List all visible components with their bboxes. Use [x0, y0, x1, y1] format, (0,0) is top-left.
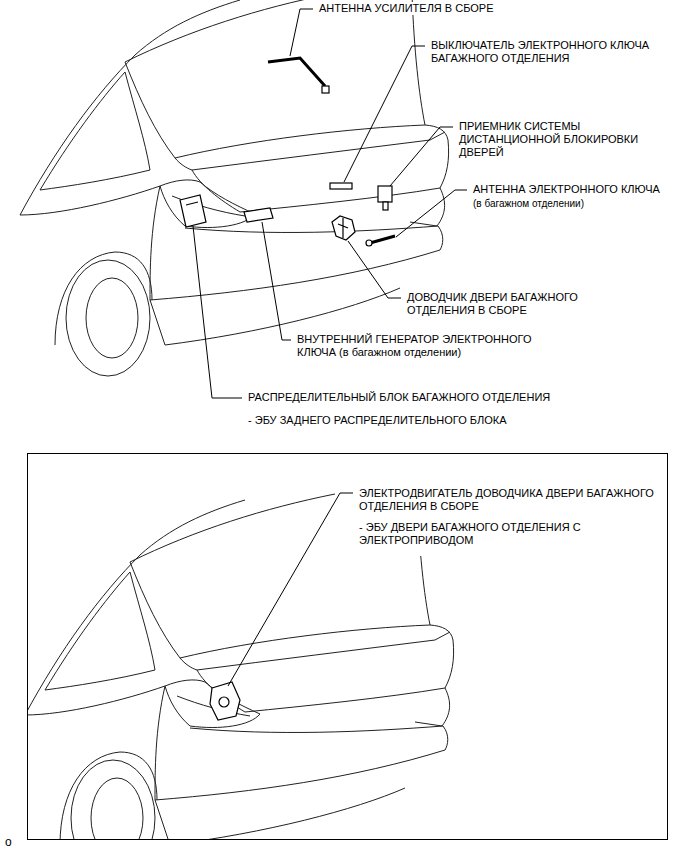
part-label: АНТЕННА УСИЛИТЕЛЯ В СБОРЕ — [318, 2, 495, 15]
closer-motor-detail — [219, 697, 229, 707]
amplifier-antenna — [268, 58, 325, 86]
inset-frame: ЭЛЕКТРОДВИГАТЕЛЬ ДОВОДЧИКА ДВЕРИ БАГАЖНО… — [27, 453, 668, 840]
door-lock-receiver — [378, 186, 392, 202]
leader-line — [344, 46, 425, 182]
trunk-closer — [332, 216, 355, 240]
key-oscillator — [244, 208, 273, 222]
leader-line — [193, 226, 242, 398]
receiver-tab — [383, 202, 388, 210]
part-note: - ЭБУ ДВЕРИ БАГАЖНОГО ОТДЕЛЕНИЯ С ЭЛЕКТР… — [359, 521, 664, 547]
components — [180, 58, 395, 720]
junction-block — [180, 195, 206, 227]
part-label: АНТЕННА ЭЛЕКТРОННОГО КЛЮЧА — [472, 183, 661, 196]
part-label: ПРИЕМНИК СИСТЕМЫ ДИСТАНЦИОННОЙ БЛОКИРОВК… — [458, 120, 652, 159]
key-antenna — [370, 236, 395, 243]
leader-line — [228, 493, 353, 686]
leader-line — [262, 222, 291, 340]
text-block: ЭЛЕКТРОДВИГАТЕЛЬ ДОВОДЧИКА ДВЕРИ БАГАЖНО… — [358, 486, 665, 556]
antenna-connector — [322, 86, 329, 93]
figure-code: o — [4, 836, 13, 849]
part-label: РАСПРЕДЕЛИТЕЛЬНЫЙ БЛОК БАГАЖНОГО ОТДЕЛЕН… — [247, 391, 551, 404]
part-label: ВЫКЛЮЧАТЕЛЬ ЭЛЕКТРОННОГО КЛЮЧА БАГАЖНОГО… — [430, 39, 672, 65]
part-label: ВНУТРЕННИЙ ГЕНЕРАТОР ЭЛЕКТРОННОГО КЛЮЧА … — [296, 333, 560, 359]
junction-block-detail — [186, 202, 198, 205]
part-note: (в багажном отделении) — [472, 197, 585, 210]
trunk-key-switch — [330, 183, 352, 189]
car-main — [20, 0, 449, 376]
leader-line — [348, 241, 401, 298]
trunk-closer-detail — [338, 218, 348, 238]
part-label: ДОВОДЧИК ДВЕРИ БАГАЖНОГО ОТДЕЛЕНИЯ В СБО… — [406, 291, 606, 317]
leader-line — [290, 9, 313, 56]
closer-motor — [210, 682, 240, 720]
leader-line — [390, 127, 453, 186]
part-label: ЭЛЕКТРОДВИГАТЕЛЬ ДОВОДЧИКА ДВЕРИ БАГАЖНО… — [359, 487, 664, 513]
leader-line — [396, 190, 467, 237]
part-note: - ЭБУ ЗАДНЕГО РАСПРЕДЕЛИТЕЛЬНОГО БЛОКА — [247, 414, 507, 427]
key-antenna-end — [366, 240, 372, 246]
